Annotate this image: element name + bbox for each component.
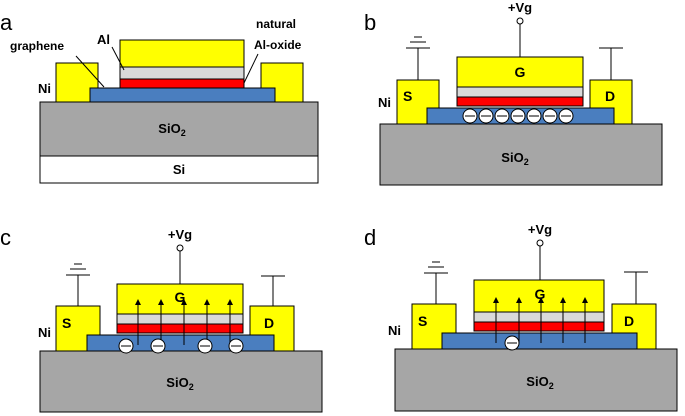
sio2-layer — [39, 101, 319, 157]
panel-c-letter: c — [0, 225, 11, 250]
vg-label: +Vg — [508, 0, 532, 15]
graphene-label: graphene — [10, 39, 64, 53]
terminal-circle-icon — [176, 244, 184, 252]
electron-icon — [150, 338, 166, 354]
electron-icon — [510, 108, 526, 124]
electron-icon — [478, 108, 494, 124]
ni-label: Ni — [38, 325, 51, 340]
al-oxide-layer — [456, 96, 584, 107]
si-label: Si — [173, 162, 185, 177]
si-substrate — [39, 155, 319, 184]
sio2-label: SiO2 — [526, 374, 553, 391]
gate-metal — [456, 56, 584, 88]
al-oxide-layer — [119, 78, 245, 89]
drain-label: D — [624, 313, 634, 329]
al-layer — [119, 66, 245, 80]
panel-a-letter: a — [0, 10, 13, 35]
ground-icon — [66, 263, 90, 276]
source-label: S — [418, 313, 427, 329]
electron-row — [462, 108, 574, 124]
electron-icon — [118, 338, 134, 354]
drain-label: D — [264, 315, 274, 331]
ground-icon — [406, 36, 430, 49]
gate-label: G — [535, 286, 546, 302]
electron-row — [118, 338, 244, 354]
terminal-circle-icon — [516, 17, 524, 25]
sio2-layer — [39, 350, 323, 413]
sio2-layer — [379, 123, 663, 186]
drain-label: D — [605, 88, 615, 104]
gate-metal — [119, 39, 245, 68]
graphene-layer — [441, 332, 638, 350]
panel-a: a Si SiO2 Ni graphene Al natural Al-oxid… — [0, 10, 319, 184]
panel-b-letter: b — [364, 10, 376, 35]
sio2-label: SiO2 — [166, 375, 193, 392]
sio2-label: SiO2 — [158, 121, 185, 138]
electron-icon — [558, 108, 574, 124]
al-layer — [456, 86, 584, 98]
al-oxide-label: Al-oxide — [254, 38, 302, 52]
sio2-layer — [394, 348, 678, 412]
source-label: S — [403, 88, 412, 104]
ground-icon — [424, 261, 448, 274]
al-layer — [116, 313, 244, 325]
panel-b: b SiO2 S D Ni G +Vg — [364, 0, 663, 186]
ni-label: Ni — [38, 81, 51, 96]
electron-icon — [462, 108, 478, 124]
electron-icon — [228, 338, 244, 354]
vg-label: +Vg — [528, 222, 552, 237]
electron-icon — [542, 108, 558, 124]
panel-d: d SiO2 S D Ni G +Vg — [364, 222, 678, 412]
terminal-circle-icon — [536, 239, 544, 247]
vg-label: +Vg — [168, 227, 192, 242]
panel-d-letter: d — [364, 225, 376, 250]
electron-icon — [197, 338, 213, 354]
ni-label: Ni — [388, 323, 401, 338]
graphene-pointer — [75, 55, 105, 88]
field-arrows — [493, 297, 588, 343]
source-label: S — [62, 315, 71, 331]
al-label: Al — [97, 32, 110, 47]
gate-label: G — [515, 64, 526, 80]
field-arrows — [135, 299, 233, 345]
electron-icon — [494, 108, 510, 124]
al-oxide-layer — [116, 323, 244, 334]
electron-icon — [504, 335, 520, 351]
natural-label: natural — [256, 17, 296, 31]
sio2-label: SiO2 — [501, 150, 528, 167]
ni-label: Ni — [378, 95, 391, 110]
graphene-layer — [86, 334, 275, 352]
graphene-layer — [89, 87, 276, 103]
al-oxide-pointer — [243, 53, 259, 84]
panel-c: c SiO2 S D Ni G — [0, 225, 323, 413]
al-pointer — [111, 46, 125, 71]
gate-label: G — [175, 289, 186, 305]
electron-icon — [526, 108, 542, 124]
